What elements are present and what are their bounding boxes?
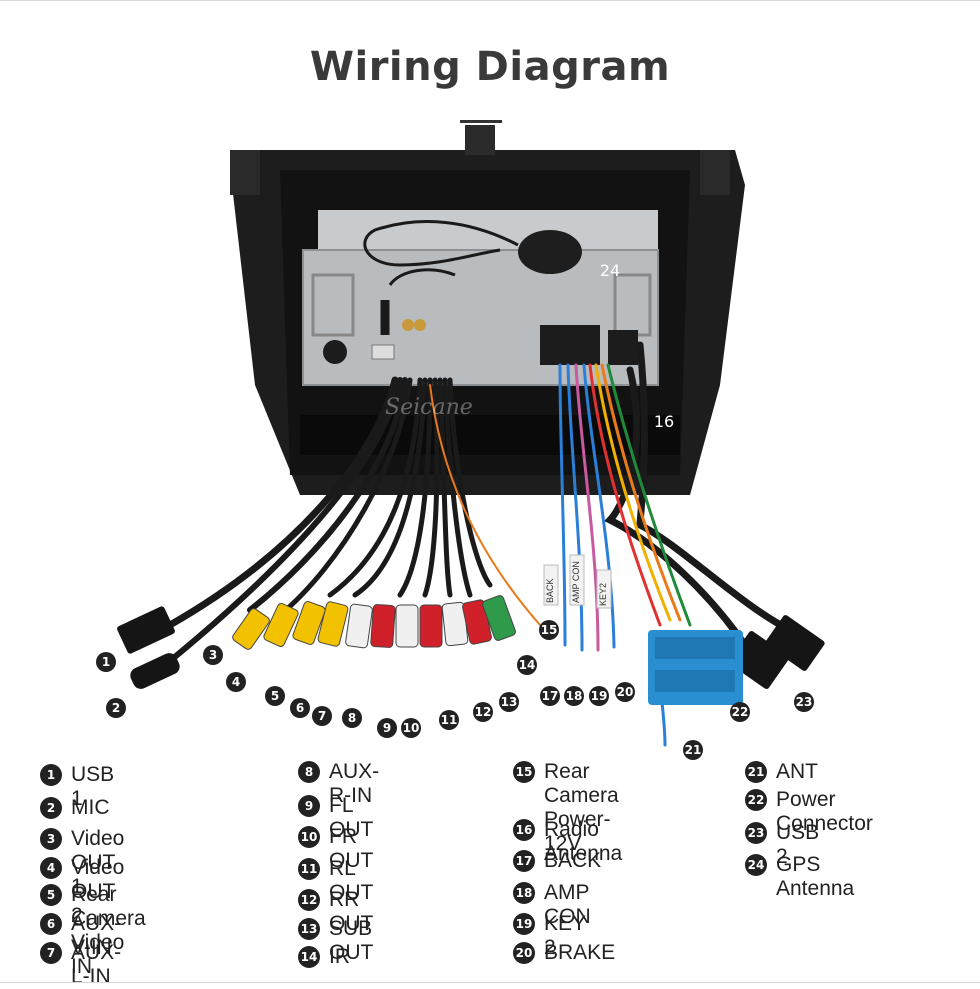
radio-chassis [302, 210, 659, 386]
top-divider [0, 0, 980, 1]
power-connector-plug [729, 631, 789, 689]
callout-4: 4 [226, 672, 246, 692]
amp-con-wire-label: AMP CON [571, 561, 581, 603]
wiring-diagram: BACK AMP CON KEY2 [117, 125, 825, 747]
callout-10: 10 [401, 718, 421, 738]
callout-6: 6 [290, 698, 310, 718]
callout-23: 23 [794, 692, 814, 712]
bottom-divider [0, 982, 980, 983]
callout-17: 17 [540, 686, 560, 706]
callout-21: 21 [683, 740, 703, 760]
callout-7: 7 [312, 706, 332, 726]
callout-15: 15 [539, 620, 559, 640]
title-underline [460, 120, 502, 123]
callout-18: 18 [564, 686, 584, 706]
callout-20: 20 [615, 682, 635, 702]
callout-12: 12 [473, 702, 493, 722]
callout-9: 9 [377, 718, 397, 738]
callout-14: 14 [517, 655, 537, 675]
callout-22: 22 [730, 702, 750, 722]
black-cable-bundle [162, 341, 794, 668]
rca-plugs [232, 595, 516, 650]
gps-antenna-icon [363, 220, 582, 286]
watermark-text: Seicane [385, 395, 473, 420]
mic-plug [130, 653, 180, 689]
callout-16: 16 [653, 411, 675, 431]
callout-24: 24 [599, 260, 621, 280]
callout-8: 8 [342, 708, 362, 728]
color-wire-harness [429, 363, 692, 747]
callout-11: 11 [439, 710, 459, 730]
usb-2-plug [765, 615, 825, 671]
blue-harness-connector [648, 630, 743, 705]
usb-1-plug [117, 606, 175, 654]
back-wire-label: BACK [545, 578, 555, 603]
callout-1: 1 [96, 652, 116, 672]
wire-tags: BACK AMP CON KEY2 [543, 554, 612, 609]
callout-2: 2 [106, 698, 126, 718]
key2-wire-label: KEY2 [598, 583, 608, 606]
page-title: Wiring Diagram [309, 44, 671, 90]
callout-13: 13 [499, 692, 519, 712]
callout-5: 5 [265, 686, 285, 706]
callout-19: 19 [589, 686, 609, 706]
callout-3: 3 [203, 645, 223, 665]
